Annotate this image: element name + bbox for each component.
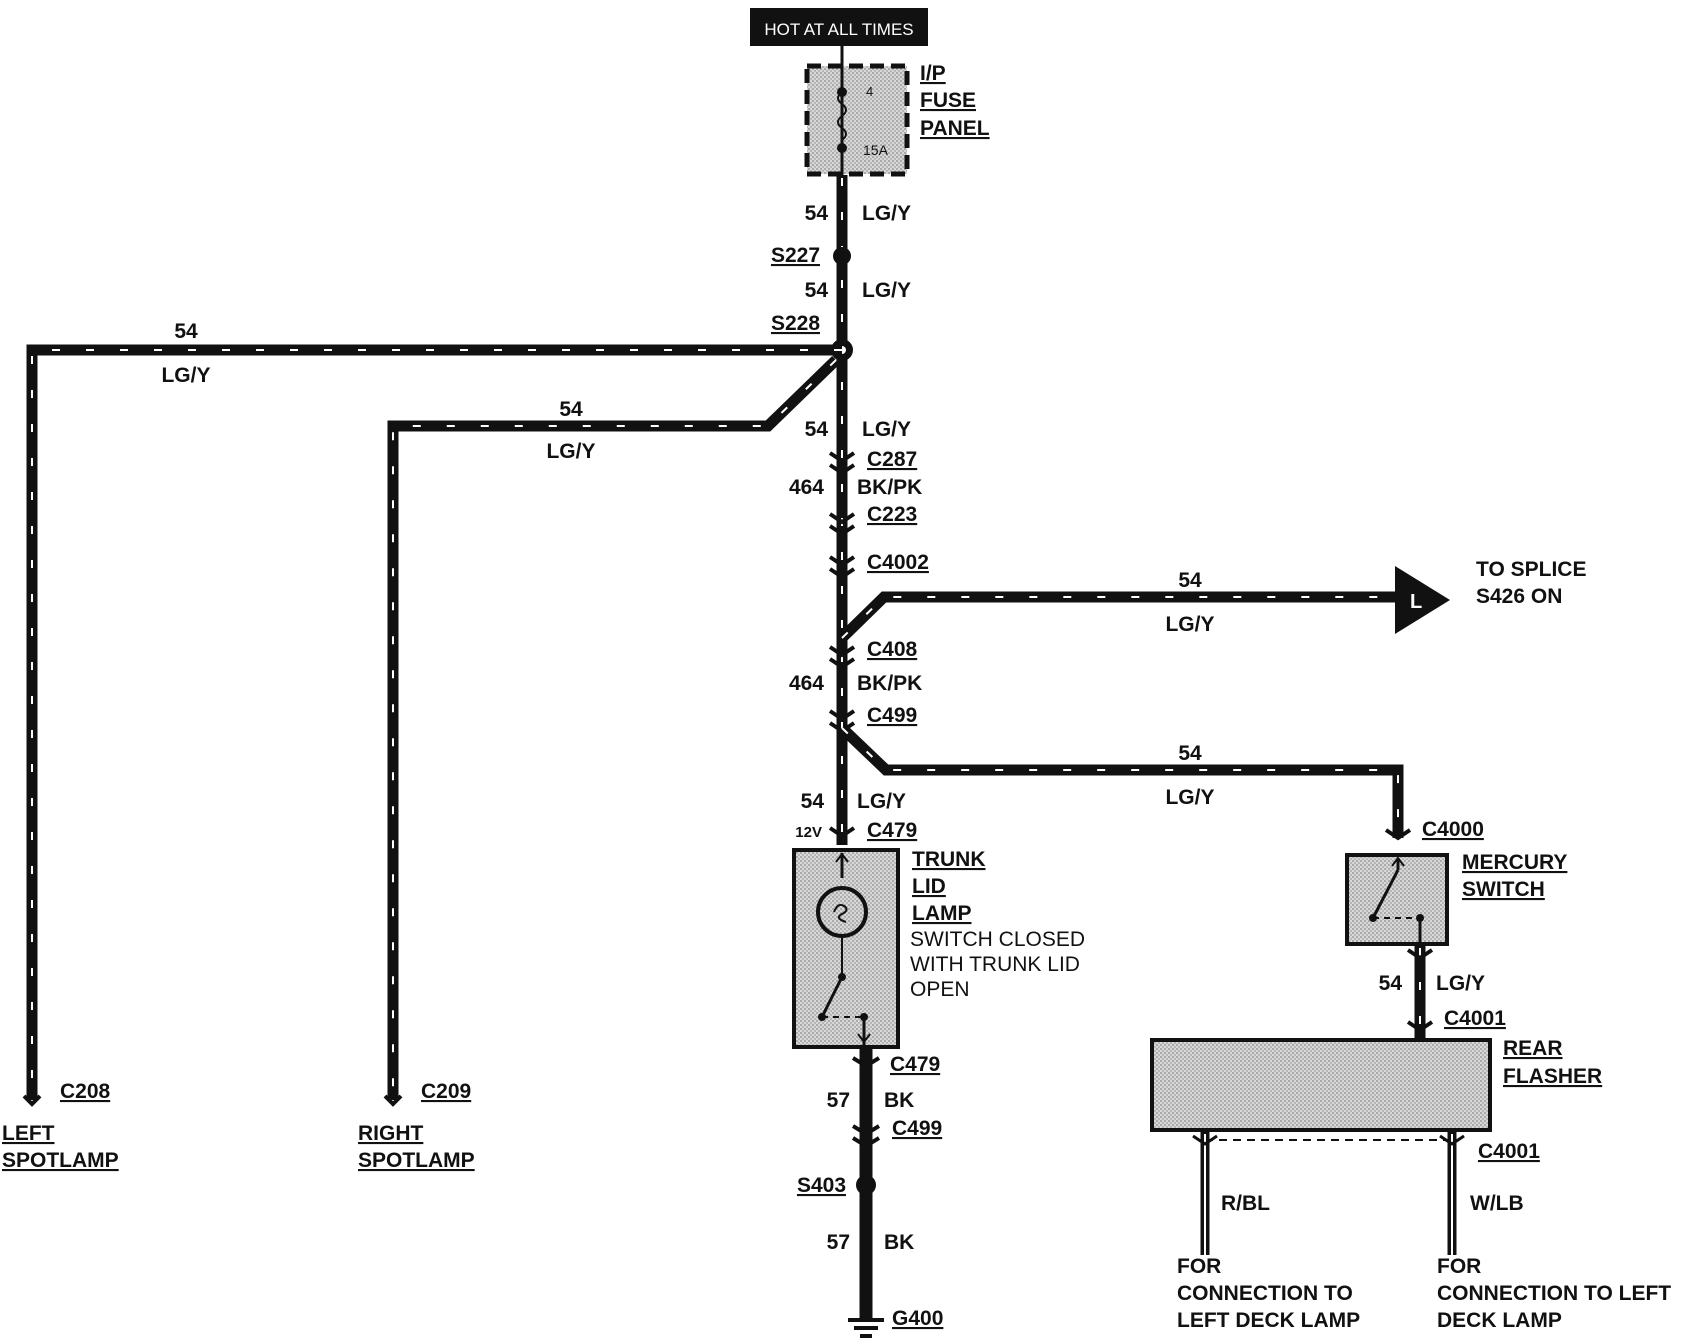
mercury-wire-color: LG/Y — [1436, 972, 1485, 995]
rear-flasher-label-2: FLASHER — [1503, 1065, 1602, 1088]
svg-text:15A: 15A — [863, 142, 889, 158]
splice-s426-wire: L — [838, 566, 1450, 642]
w2-color: LG/Y — [862, 279, 911, 302]
g400-label: G400 — [892, 1307, 943, 1330]
w4-circuit: 464 — [789, 476, 824, 499]
splice-branch-color: LG/Y — [1165, 613, 1214, 636]
trunk-lid-lamp-label-2: LID — [912, 875, 946, 898]
ground-color-2: BK — [884, 1231, 914, 1254]
mercury-switch-label-2: SWITCH — [1462, 878, 1545, 901]
right-output-wire-color: W/LB — [1470, 1192, 1524, 1215]
rear-flasher-label-1: REAR — [1503, 1037, 1563, 1060]
trunk-lamp-note-1: SWITCH CLOSED — [910, 928, 1085, 951]
s227-label: S227 — [771, 244, 820, 267]
c4001-top-label: C4001 — [1444, 1007, 1506, 1030]
rear-flasher-box — [1150, 1038, 1492, 1132]
fuse-panel-title-2: FUSE — [920, 89, 976, 112]
trunk-lid-lamp-label-3: LAMP — [912, 902, 972, 925]
left-deck-label-2: CONNECTION TO — [1177, 1282, 1353, 1305]
right-spotlamp-wire — [383, 356, 840, 1107]
voltage-label: 12V — [795, 824, 822, 841]
w6-color: LG/Y — [857, 790, 906, 813]
w1-circuit: 54 — [805, 202, 829, 225]
right-deck-label-1: FOR — [1437, 1255, 1481, 1278]
left-spotlamp-wire — [22, 344, 842, 1107]
ground-circuit-1: 57 — [827, 1089, 850, 1112]
c4002-label: C4002 — [867, 551, 929, 574]
c479-bottom-label: C479 — [890, 1053, 940, 1076]
c4000-label: C4000 — [1422, 818, 1484, 841]
svg-text:HOT AT ALL TIMES: HOT AT ALL TIMES — [764, 20, 913, 39]
mercury-to-flasher-wire — [1406, 944, 1434, 1040]
fuse-panel-title-1: I/P — [920, 62, 946, 85]
w5-circuit: 464 — [789, 672, 824, 695]
c408-label: C408 — [867, 638, 918, 661]
w6-circuit: 54 — [801, 790, 825, 813]
w4-color: BK/PK — [857, 476, 922, 499]
trunk-lid-lamp-label-1: TRUNK — [912, 848, 986, 871]
left-spotlamp-label-1: LEFT — [2, 1122, 55, 1145]
left-deck-label-3: LEFT DECK LAMP — [1177, 1309, 1360, 1332]
mercury-switch-wire — [838, 724, 1412, 841]
ground-color-1: BK — [884, 1089, 914, 1112]
mercury-wire-circuit: 54 — [1379, 972, 1403, 995]
left-spot-color: LG/Y — [161, 364, 210, 387]
connector-marks — [828, 451, 856, 839]
right-spot-color: LG/Y — [546, 440, 595, 463]
mercury-branch-circuit: 54 — [1178, 742, 1202, 765]
splice-branch-circuit: 54 — [1178, 569, 1202, 592]
to-splice-label-2: S426 ON — [1476, 585, 1562, 608]
s228-label: S228 — [771, 312, 820, 335]
c4001-bottom-label: C4001 — [1478, 1140, 1540, 1163]
c499-bottom-label: C499 — [892, 1117, 942, 1140]
svg-text:4: 4 — [866, 84, 873, 99]
right-deck-label-3: DECK LAMP — [1437, 1309, 1562, 1332]
left-spotlamp-label-2: SPOTLAMP — [2, 1149, 119, 1172]
right-spotlamp-label-2: SPOTLAMP — [358, 1149, 475, 1172]
mercury-switch-box — [1345, 853, 1449, 946]
to-splice-label-1: TO SPLICE — [1476, 558, 1586, 581]
trunk-lamp-note-2: WITH TRUNK LID — [910, 953, 1080, 976]
trunk-lamp-note-3: OPEN — [910, 978, 970, 1001]
c499-label: C499 — [867, 704, 917, 727]
c479-top-label: C479 — [867, 819, 917, 842]
c209-label: C209 — [421, 1080, 471, 1103]
ground-circuit-2: 57 — [827, 1231, 850, 1254]
w3-circuit: 54 — [805, 418, 829, 441]
c208-label: C208 — [60, 1080, 111, 1103]
splice-s227-dot — [833, 247, 851, 265]
right-deck-label-2: CONNECTION TO LEFT — [1437, 1282, 1671, 1305]
flasher-output-wires — [1192, 1130, 1465, 1255]
trunk-lid-lamp-box — [792, 848, 900, 1049]
mercury-switch-label-1: MERCURY — [1462, 851, 1567, 874]
c287-label: C287 — [867, 448, 917, 471]
right-spotlamp-label-1: RIGHT — [358, 1122, 424, 1145]
splice-arrow-letter: L — [1410, 591, 1422, 613]
left-output-wire-color: R/BL — [1221, 1192, 1270, 1215]
w2-circuit: 54 — [805, 279, 829, 302]
fuse-panel-title-3: PANEL — [920, 117, 990, 140]
mercury-branch-color: LG/Y — [1165, 786, 1214, 809]
hot-at-all-times-tag: HOT AT ALL TIMES — [750, 8, 928, 46]
left-spot-circuit: 54 — [174, 320, 198, 343]
w1-color: LG/Y — [862, 202, 911, 225]
w3-color: LG/Y — [862, 418, 911, 441]
ground-wire — [848, 1047, 884, 1338]
c223-label: C223 — [867, 503, 917, 526]
right-spot-circuit: 54 — [559, 398, 583, 421]
ip-fuse-panel: 4 15A — [804, 46, 910, 177]
s403-label: S403 — [797, 1174, 846, 1197]
w5-color: BK/PK — [857, 672, 922, 695]
left-deck-label-1: FOR — [1177, 1255, 1221, 1278]
